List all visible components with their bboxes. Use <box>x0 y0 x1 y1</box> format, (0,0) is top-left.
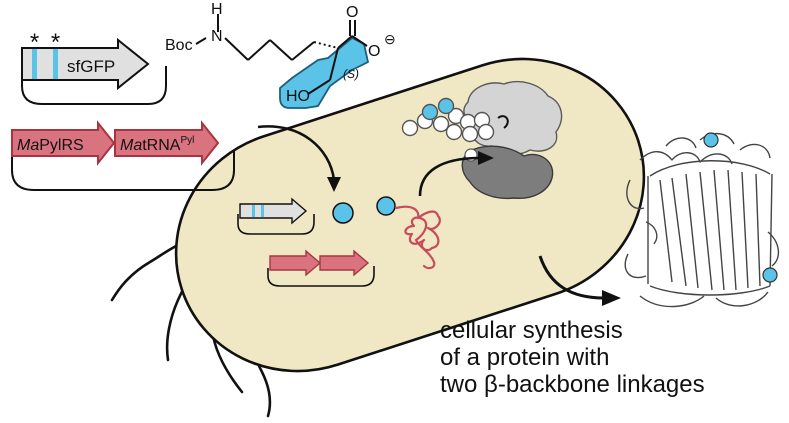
star-mark-2: * <box>51 29 60 56</box>
free-monomer-circle <box>332 202 354 224</box>
plasmid-2-backbone <box>11 150 235 191</box>
amine-n-label: N <box>211 28 223 45</box>
pylrs-label: MaPylRS <box>17 137 84 154</box>
carbonyl-o-label: O <box>346 4 358 21</box>
negative-charge-symbol: ⊖ <box>384 31 396 47</box>
caption-line-2: of a protein with <box>440 344 610 371</box>
tangled-enzyme-chain <box>394 205 441 270</box>
carboxylate-o-label: O <box>368 43 380 60</box>
delivery-arrow <box>418 151 494 197</box>
protein-beta-residue-2 <box>762 267 778 283</box>
charged-monomer-circle <box>376 196 396 216</box>
caption-line-3: two β-backbone linkages <box>440 371 705 398</box>
cell-plasmid-sfgfp <box>237 197 315 235</box>
beta-amino-acid-structure: Boc N H O O ⊖ HO (S) <box>165 1 396 109</box>
caption-line-1: cellular synthesis <box>440 317 623 344</box>
plasmid-sfgfp: * * sfGFP <box>21 29 167 105</box>
ribosome-exit-tunnel <box>497 115 509 129</box>
caption: cellular synthesis of a protein with two… <box>440 317 785 398</box>
export-arrow <box>538 255 621 306</box>
amine-h-label: H <box>211 1 223 18</box>
folded-sfgfp-protein <box>624 133 779 308</box>
trna-label: MatRNAPyl <box>120 135 194 154</box>
pylrs-gene-arrow <box>11 120 116 166</box>
growing-peptide-chain <box>401 97 495 143</box>
plasmid-1-backbone <box>21 58 167 105</box>
star-mark-1: * <box>30 29 39 56</box>
cell-plasmid-pylrs-trna <box>267 249 375 287</box>
protein-beta-residue-1 <box>703 132 719 148</box>
sfgfp-label: sfGFP <box>67 57 115 76</box>
molecule-bonds <box>195 14 368 95</box>
boc-label: Boc <box>165 37 193 54</box>
hydroxyl-label: HO <box>286 88 310 105</box>
plasmid-pylrs-trna: MaPylRS MatRNAPyl <box>11 120 235 191</box>
uptake-arrow <box>257 125 341 192</box>
stop-codon-mark-1 <box>32 49 37 79</box>
trna-gene-arrow <box>114 120 220 166</box>
stereo-label: (S) <box>343 67 359 81</box>
stop-codon-mark-2 <box>53 49 58 79</box>
